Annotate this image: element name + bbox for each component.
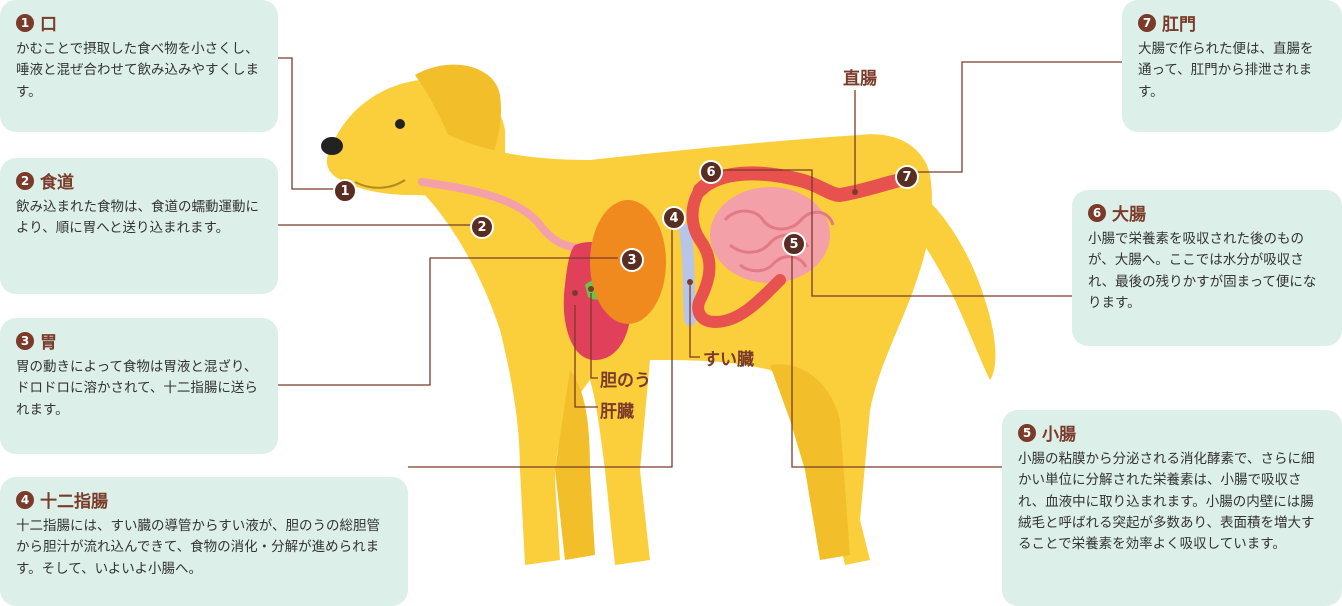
dog-marker-6: 6 [699, 160, 723, 184]
card-body: 大腸で作られた便は、直腸を通って、肛門から排泄されます。 [1138, 39, 1326, 103]
label-liver: 肝臓 [600, 397, 634, 422]
dog-marker-5: 5 [782, 232, 806, 256]
dog-marker-1: 1 [333, 179, 357, 203]
card-title: 小腸 [1042, 420, 1076, 445]
card-body: 十二指腸には、すい臓の導管からすい液が、胆のうの総胆管から胆汁が流れ込んできて、… [16, 516, 392, 580]
duodenum [685, 230, 690, 320]
card-large-intestine: 6 大腸 小腸で栄養素を吸収された後のものが、大腸へ。ここでは水分が吸収され、最後… [1072, 190, 1342, 346]
dog-marker-7: 7 [895, 165, 919, 189]
card-title: 胃 [40, 328, 57, 353]
dog-silhouette [327, 65, 996, 565]
card-title: 食道 [40, 168, 74, 193]
card-body: 胃の動きによって食物は胃液と混ざり、ドロドロに溶かされて、十二指腸に送られます。 [16, 357, 262, 421]
dog-marker-2: 2 [470, 215, 494, 239]
card-esophagus: 2 食道 飲み込まれた食物は、食道の蠕動運動により、順に胃へと送り込まれます。 [0, 158, 278, 294]
card-title: 口 [40, 10, 57, 35]
marker-7-icon: 7 [1138, 14, 1156, 32]
card-duodenum: 4 十二指腸 十二指腸には、すい臓の導管からすい液が、胆のうの総胆管から胆汁が流れ… [0, 477, 408, 606]
card-body: 飲み込まれた食物は、食道の蠕動運動により、順に胃へと送り込まれます。 [16, 197, 262, 240]
dog-marker-3: 3 [620, 248, 644, 272]
label-gallbladder: 胆のう [600, 366, 651, 391]
card-title: 十二指腸 [40, 487, 108, 512]
marker-3-icon: 3 [16, 332, 34, 350]
label-pancreas: すい臓 [703, 345, 754, 370]
card-body: かむことで摂取した食べ物を小さくし、唾液と混ぜ合わせて飲み込みやすくします。 [16, 39, 262, 103]
card-title: 大腸 [1112, 200, 1146, 225]
label-rectum: 直腸 [843, 64, 877, 89]
card-body: 小腸の粘膜から分泌される消化酵素で、さらに細かい単位に分解された栄養素は、小腸で… [1018, 449, 1326, 556]
card-anus: 7 肛門 大腸で作られた便は、直腸を通って、肛門から排泄されます。 [1122, 0, 1342, 132]
dog-eye [395, 119, 405, 129]
marker-2-icon: 2 [16, 172, 34, 190]
dog-marker-4: 4 [662, 206, 686, 230]
marker-1-icon: 1 [16, 14, 34, 32]
card-body: 小腸で栄養素を吸収された後のものが、大腸へ。ここでは水分が吸収され、最後の残りか… [1088, 229, 1326, 314]
marker-4-icon: 4 [16, 491, 34, 509]
marker-5-icon: 5 [1018, 424, 1036, 442]
dog-nose [321, 137, 343, 155]
marker-6-icon: 6 [1088, 204, 1106, 222]
card-small-intestine: 5 小腸 小腸の粘膜から分泌される消化酵素で、さらに細かい単位に分解された栄養素は… [1002, 410, 1342, 606]
card-title: 肛門 [1162, 10, 1196, 35]
